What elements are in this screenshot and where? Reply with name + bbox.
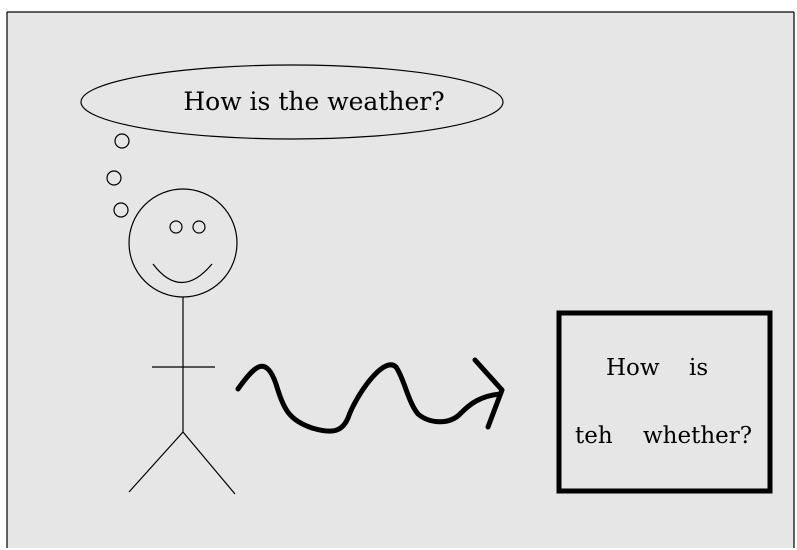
stick-figure-left-eye [169,220,183,234]
stick-figure [128,188,238,495]
squiggly-arrow [235,357,505,434]
thought-dot-3 [113,202,129,218]
thought-dot-1 [114,133,130,149]
squiggly-arrow-wave [235,362,503,434]
stick-figure-right-eye [192,220,206,234]
thought-bubble-text: How is the weather? [183,87,444,116]
stick-figure-left-leg [128,431,184,493]
output-box [556,310,773,494]
stick-figure-right-leg [182,431,236,495]
output-box-word-teh: teh [575,423,613,449]
thought-dot-2 [106,170,122,186]
output-box-word-is: is [689,355,708,381]
squiggly-arrow-head [472,357,505,430]
thought-bubble [80,64,504,140]
output-box-word-whether: whether? [643,423,752,449]
stick-figure-smile [152,263,213,284]
output-box-word-how: How [606,355,660,381]
